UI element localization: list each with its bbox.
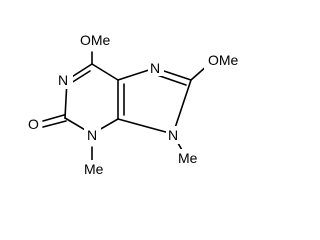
atom-labels: OMe OMe N N O N N Me Me [28,32,239,177]
atom-label-masks [26,32,238,178]
ome-right-label: OMe [208,52,239,68]
bond-n9-c4 [117,118,174,135]
bond-c8-n9 [172,79,192,135]
chemical-structure-diagram: OMe OMe N N O N N Me Me [26,32,239,178]
n3-atom-label: N [87,127,97,143]
oxygen-atom-label: O [28,116,39,132]
bond-c2-o-a [42,120,67,128]
bond-c6-n1-b [70,70,91,84]
n9-atom-label: N [168,127,178,143]
n1-atom-label: N [58,72,68,88]
me-n3-label: Me [84,161,104,177]
ome-top-label: OMe [80,32,111,48]
bond-c2-o-b [42,114,65,122]
bond-n7-c8-b [156,74,187,86]
me-n9-label: Me [178,150,198,166]
n7-atom-label: N [150,60,160,76]
bonds [42,51,209,161]
bond-c5-c6 [91,63,119,81]
